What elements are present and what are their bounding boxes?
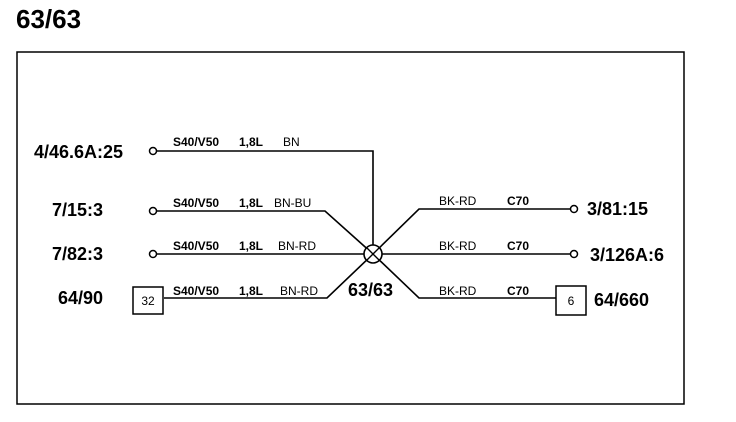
- wire-code: C70: [507, 239, 529, 253]
- connector-label: 7/15:3: [52, 200, 103, 220]
- diagram-title: 63/63: [16, 4, 81, 34]
- wire-color: BN: [283, 135, 300, 149]
- wire-color: BN-RD: [280, 284, 318, 298]
- wire-variant: S40/V50: [173, 239, 219, 253]
- left-connection-4: 64/90 32 S40/V50 1,8L BN-RD: [58, 284, 318, 315]
- left-connection-3: 7/82:3 S40/V50 1,8L BN-RD: [52, 239, 316, 264]
- connector-label: 64/90: [58, 288, 103, 308]
- wire-engine: 1,8L: [239, 239, 263, 253]
- wire-7-15-3: [157, 210, 374, 255]
- wire-color: BN-RD: [278, 239, 316, 253]
- left-connection-1: 4/46.6A:25 S40/V50 1,8L BN: [34, 135, 300, 162]
- wires: [157, 150, 570, 299]
- wire-color: BN-BU: [274, 196, 311, 210]
- connector-label: 7/82:3: [52, 244, 103, 264]
- right-connection-2: BK-RD C70 3/126A:6: [439, 239, 664, 265]
- pin-number: 6: [568, 294, 575, 308]
- wire-code: C70: [507, 194, 529, 208]
- terminal-icon: [569, 204, 579, 214]
- right-connection-1: BK-RD C70 3/81:15: [439, 194, 648, 219]
- wire-color: BK-RD: [439, 284, 477, 298]
- wire-engine: 1,8L: [239, 135, 263, 149]
- connector-label: 3/81:15: [587, 199, 648, 219]
- splice-label: 63/63: [348, 280, 393, 300]
- pin-number: 32: [141, 294, 155, 308]
- wire-64-90: [164, 253, 374, 299]
- pin-box: [132, 286, 164, 315]
- wire-variant: S40/V50: [173, 284, 219, 298]
- connector-label: 4/46.6A:25: [34, 142, 123, 162]
- terminal-icon: [569, 249, 579, 259]
- left-connection-2: 7/15:3 S40/V50 1,8L BN-BU: [52, 196, 311, 220]
- wire-color: BK-RD: [439, 194, 477, 208]
- wire-variant: S40/V50: [173, 135, 219, 149]
- pin-box: [555, 285, 587, 316]
- right-connection-3: BK-RD C70 6 64/660: [439, 284, 649, 316]
- connector-label: 3/126A:6: [590, 245, 664, 265]
- wire-64-660: [372, 253, 556, 299]
- wire-code: C70: [507, 284, 529, 298]
- wire-color: BK-RD: [439, 239, 477, 253]
- terminal-icon: [148, 206, 158, 216]
- wire-4-46-6a-25: [157, 150, 374, 254]
- wire-engine: 1,8L: [239, 196, 263, 210]
- connector-label: 64/660: [594, 290, 649, 310]
- splice-icon: [363, 244, 383, 264]
- terminal-icon: [148, 146, 158, 156]
- wire-variant: S40/V50: [173, 196, 219, 210]
- wire-engine: 1,8L: [239, 284, 263, 298]
- wire-3-81-15: [372, 208, 570, 255]
- diagram-frame: [16, 51, 685, 405]
- terminal-icon: [148, 249, 158, 259]
